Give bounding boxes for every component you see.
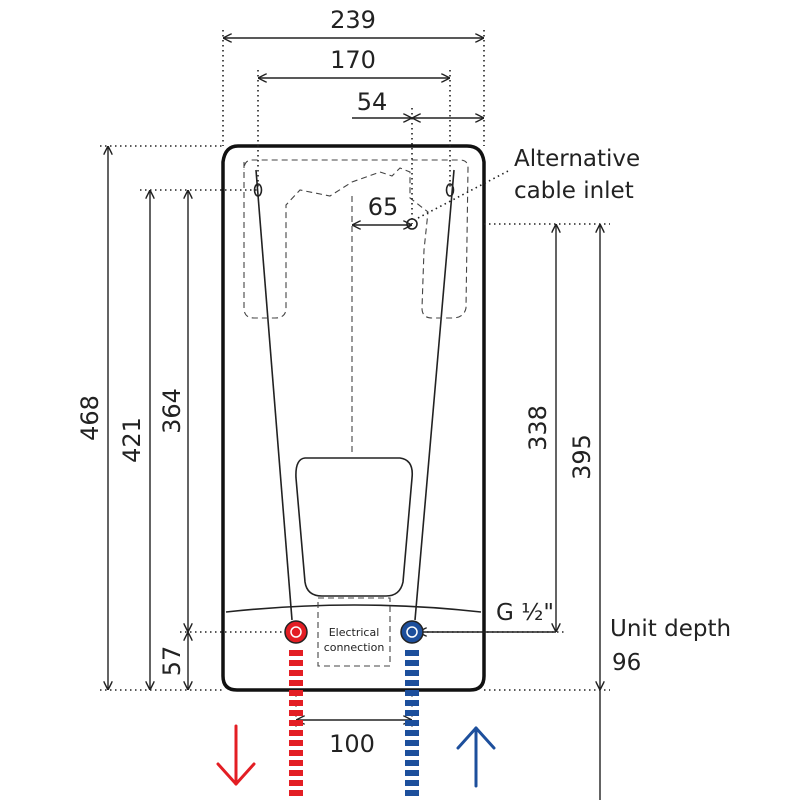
mount-hole-right <box>445 183 455 197</box>
electrical-line2: connection <box>324 641 385 654</box>
dim-right-395: 395 <box>568 224 600 800</box>
dim-label-364: 364 <box>158 388 186 434</box>
dim-mount-spacing: 170 <box>258 46 450 78</box>
unit-body <box>221 144 486 692</box>
dim-label-239: 239 <box>330 6 376 34</box>
alternative-inlet-line1: Alternative <box>514 146 640 172</box>
arrow-down-icon <box>216 724 256 786</box>
dim-label-170: 170 <box>330 46 376 74</box>
thread-size: G ½" <box>496 600 554 626</box>
electrical-line1: Electrical <box>329 626 380 639</box>
dim-overall-width: 239 <box>223 6 484 38</box>
unit-depth-label: Unit depth 96 <box>610 616 731 676</box>
alternative-cable-inlet-label: Alternative cable inlet <box>514 146 640 204</box>
unit-depth-text: Unit depth <box>610 616 731 642</box>
electrical-connection-label: Electrical connection <box>324 626 385 654</box>
hot-connector <box>284 620 308 644</box>
dim-pipe-spacing: 100 <box>296 720 412 758</box>
dim-cable-inlet-offset: 54 <box>352 88 484 118</box>
mount-hole-left <box>253 183 263 197</box>
alternative-inlet-line2: cable inlet <box>514 178 634 204</box>
cold-water-pipe <box>400 620 424 800</box>
thread-label: G ½" <box>418 600 556 632</box>
internal-cutouts <box>243 159 469 667</box>
dim-label-100: 100 <box>329 730 375 758</box>
dim-label-395: 395 <box>568 434 596 480</box>
hot-water-pipe <box>284 620 308 800</box>
unit-depth-value: 96 <box>612 650 641 676</box>
dim-connection-height: 57 <box>158 632 188 690</box>
dim-label-468: 468 <box>76 395 104 441</box>
arrow-up-icon <box>456 726 496 788</box>
dim-overall-height: 468 <box>76 146 108 690</box>
dim-label-65: 65 <box>368 193 399 221</box>
dim-label-421: 421 <box>118 417 146 463</box>
dim-label-54: 54 <box>357 88 388 116</box>
dim-label-338: 338 <box>524 405 552 451</box>
dim-right-338: 338 <box>524 224 556 632</box>
dim-mount-height-364: 364 <box>158 190 188 632</box>
cold-connector <box>400 620 424 644</box>
dim-mount-height-421: 421 <box>118 190 150 690</box>
dim-label-57: 57 <box>158 646 186 677</box>
dim-cable-inlet-inner: 65 <box>352 193 412 225</box>
